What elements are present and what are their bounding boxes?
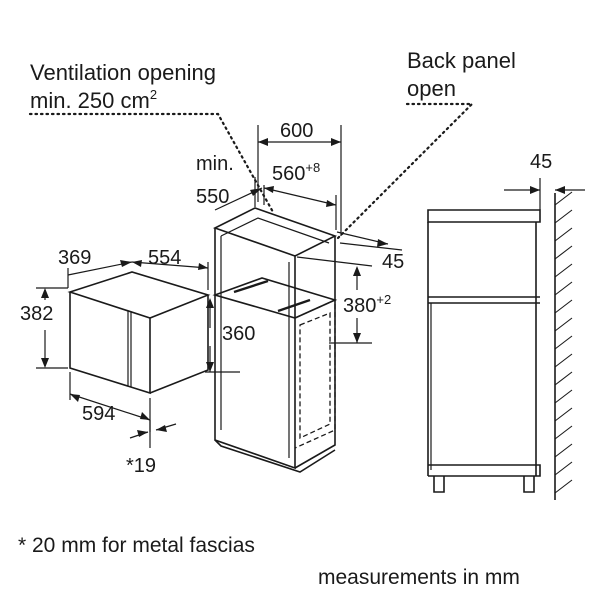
- dim-19-label: *19: [126, 455, 156, 477]
- dim-560-line: [263, 185, 337, 230]
- dim-550-label: 550: [196, 186, 229, 208]
- wall-hatching: [554, 191, 573, 494]
- dim-min-label: min.: [196, 153, 234, 175]
- dim-360-line: [205, 298, 240, 373]
- dim-360-label: 360: [222, 323, 255, 345]
- dim-600-label: 600: [280, 120, 313, 142]
- back-panel-label-line1: Back panel: [407, 48, 516, 73]
- dim-380-sup: +2: [376, 292, 391, 307]
- dim-380-line: [296, 256, 373, 344]
- ventilation-label-line1: Ventilation opening: [30, 60, 216, 85]
- footnote-metal-fascias: * 20 mm for metal fascias: [18, 534, 255, 557]
- dim-550-line: [214, 177, 263, 211]
- dim-369-label: 369: [58, 247, 91, 269]
- side-view: [427, 191, 573, 500]
- dim-380-label: 380+2: [343, 292, 391, 317]
- back-panel-label-line2: open: [407, 76, 456, 101]
- dim-45-cabinet-line: [336, 231, 403, 251]
- dim-382-line: [36, 287, 68, 369]
- ventilation-label-line2: min. 250 cm2: [30, 87, 157, 113]
- dim-19-line: [129, 420, 177, 448]
- microwave-appliance: [67, 271, 211, 395]
- dim-45-cabinet-label: 45: [382, 251, 404, 273]
- tall-cabinet: [212, 207, 338, 473]
- dim-594-line: [69, 372, 151, 432]
- dim-560-sup: +8: [305, 160, 320, 175]
- dim-380-value: 380: [343, 295, 376, 317]
- back-panel-leader-line: [336, 102, 475, 240]
- dim-554-line: [131, 260, 209, 290]
- footnote-units: measurements in mm: [318, 566, 520, 589]
- dim-382-label: 382: [20, 303, 53, 325]
- dim-369-line: [67, 260, 133, 288]
- dim-45-side-line: [504, 178, 585, 210]
- ventilation-label-sup: 2: [150, 87, 157, 102]
- ventilation-leader-line: [28, 112, 275, 214]
- dim-560-value: 560: [272, 163, 305, 185]
- dim-594-label: 594: [82, 403, 115, 425]
- dim-45-side-label: 45: [530, 151, 552, 173]
- dim-560-label: 560+8: [272, 160, 320, 185]
- ventilation-label-value: min. 250 cm: [30, 88, 150, 113]
